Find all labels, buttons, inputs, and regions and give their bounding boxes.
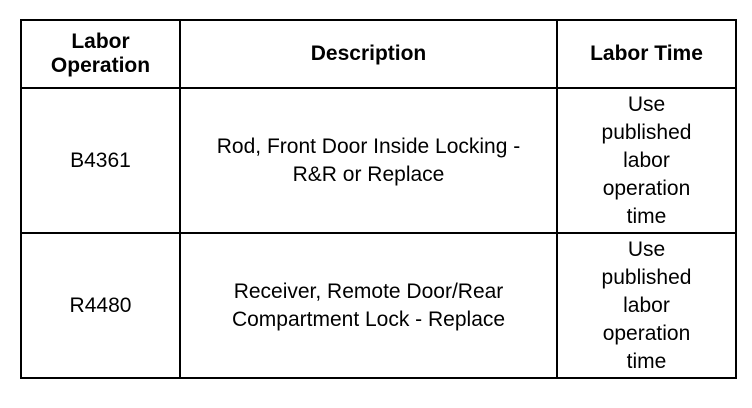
table-header: Labor Operation Description Labor Time xyxy=(20,19,737,89)
row-labor-operation: R4480 xyxy=(20,232,181,379)
table-row: B4361 Rod, Front Door Inside Locking - R… xyxy=(20,87,737,234)
header-row: Labor Operation Description Labor Time xyxy=(20,19,737,89)
labor-operation-table: Labor Operation Description Labor Time B… xyxy=(20,19,737,379)
row-labor-time-text: Use published labor operation time xyxy=(601,237,692,373)
row-description: Receiver, Remote Door/Rear Compartment L… xyxy=(179,232,558,379)
row-labor-time: Use published labor operation time xyxy=(556,232,737,379)
row-labor-time: Use published labor operation time xyxy=(556,87,737,234)
header-labor-time: Labor Time xyxy=(556,19,737,89)
row-description-text: Receiver, Remote Door/Rear Compartment L… xyxy=(231,279,506,331)
row-description-text: Rod, Front Door Inside Locking - R&R or … xyxy=(216,134,521,186)
row-labor-operation: B4361 xyxy=(20,87,181,234)
row-labor-time-text: Use published labor operation time xyxy=(601,92,692,228)
table-body: B4361 Rod, Front Door Inside Locking - R… xyxy=(20,87,737,379)
table-row: R4480 Receiver, Remote Door/Rear Compart… xyxy=(20,232,737,379)
header-labor-operation: Labor Operation xyxy=(20,19,181,89)
row-description: Rod, Front Door Inside Locking - R&R or … xyxy=(179,87,558,234)
header-description: Description xyxy=(179,19,558,89)
